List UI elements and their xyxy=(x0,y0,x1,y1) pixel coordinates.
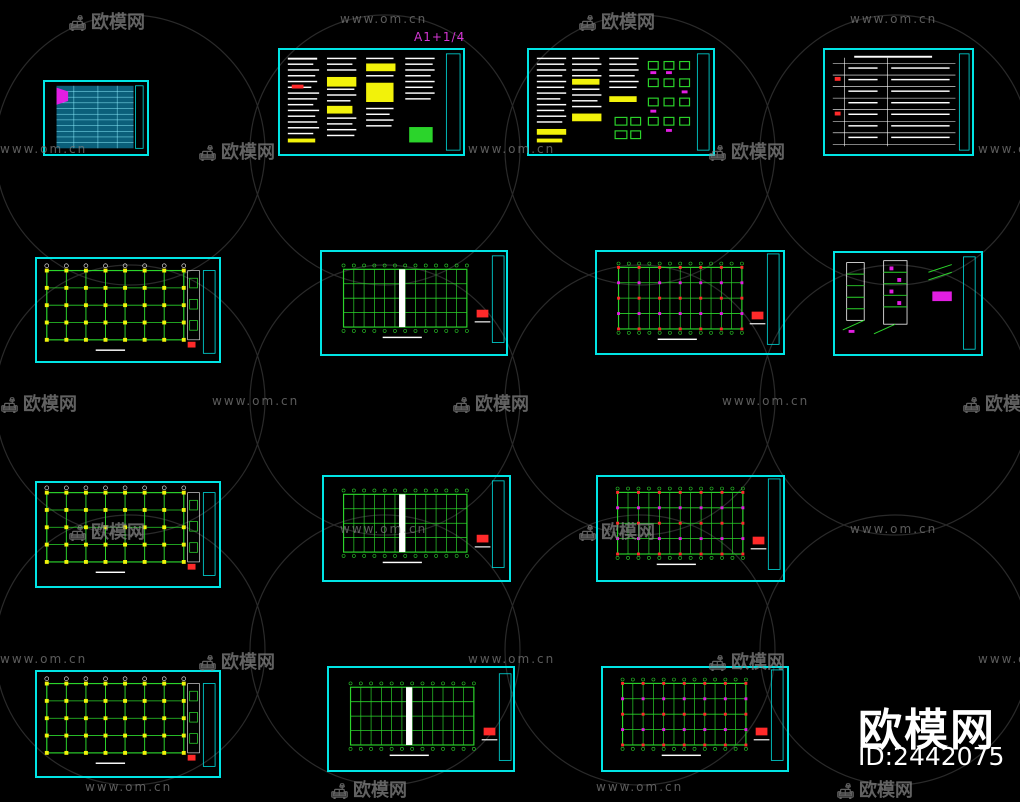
sofa-icon: 🛋 xyxy=(578,14,598,32)
drawing-sheet-section-details xyxy=(833,251,983,356)
watermark-logo: 🛋欧模网 xyxy=(708,142,786,163)
watermark-site: www.om.cn xyxy=(850,12,938,26)
sofa-icon: 🛋 xyxy=(708,144,728,162)
drawing-sheet-notes-1 xyxy=(278,48,465,156)
drawing-sheet-beam-plan-1 xyxy=(595,250,785,355)
watermark-logo: 🛋欧模网 xyxy=(452,394,530,415)
sheet-scale-label: A1+1/4 xyxy=(414,30,466,44)
drawing-sheet-roof-plan-1 xyxy=(320,250,508,356)
watermark-site: www.om.cn xyxy=(340,522,428,536)
watermark-logo: 🛋欧模网 xyxy=(68,522,146,543)
sofa-icon: 🛋 xyxy=(68,524,88,542)
sofa-icon: 🛋 xyxy=(330,782,350,800)
watermark-logo: 🛋欧模网 xyxy=(0,394,78,415)
column-grid-plan xyxy=(44,676,216,767)
watermark-logo: 🛋欧模网 xyxy=(578,522,656,543)
watermark-site: www.om.cn xyxy=(468,652,556,666)
drawing-sheet-roof-plan-3 xyxy=(327,666,515,772)
watermark-site: www.om.cn xyxy=(722,394,810,408)
sofa-icon: 🛋 xyxy=(198,144,218,162)
watermark-site: www.om.cn xyxy=(850,522,938,536)
beam-framing-plan xyxy=(620,669,784,761)
watermark-site: www.om.cn xyxy=(85,780,173,794)
sofa-icon: 🛋 xyxy=(452,396,472,414)
watermark-site: www.om.cn xyxy=(596,780,684,794)
sofa-icon: 🛋 xyxy=(708,654,728,672)
beam-framing-plan xyxy=(616,253,780,345)
truss-framing-plan xyxy=(348,673,512,761)
watermark-site: www.om.cn xyxy=(212,394,300,408)
watermark-site: www.om.cn xyxy=(978,142,1020,156)
watermark-logo: 🛋欧模网 xyxy=(962,394,1020,415)
watermark-logo: 🛋欧模网 xyxy=(330,780,408,801)
watermark-logo: 🛋欧模网 xyxy=(708,652,786,673)
drawing-sheet-index xyxy=(43,80,149,156)
watermark-logo: 🛋欧模网 xyxy=(836,780,914,801)
watermark-logo: 🛋欧模网 xyxy=(198,652,276,673)
column-grid-plan xyxy=(44,263,216,354)
watermark-logo: 🛋欧模网 xyxy=(68,12,146,33)
beam-framing-plan xyxy=(615,478,781,570)
sofa-icon: 🛋 xyxy=(198,654,218,672)
drawing-sheet-foundation-plan-3 xyxy=(35,670,221,778)
truss-framing-plan xyxy=(341,480,505,568)
brand-name: 欧模网 xyxy=(858,705,996,756)
sofa-icon: 🛋 xyxy=(578,524,598,542)
drawing-sheet-schedule xyxy=(823,48,974,156)
drawing-sheet-roof-plan-2 xyxy=(322,475,511,582)
drawing-sheet-foundation-plan-1 xyxy=(35,257,221,363)
watermark-logo: 🛋欧模网 xyxy=(578,12,656,33)
watermark-site: www.om.cn xyxy=(0,652,88,666)
drawing-sheet-beam-plan-3 xyxy=(601,666,789,772)
watermark-site: www.om.cn xyxy=(340,12,428,26)
watermark-logo: 🛋欧模网 xyxy=(198,142,276,163)
sofa-icon: 🛋 xyxy=(68,14,88,32)
truss-framing-plan xyxy=(341,255,505,343)
drawing-sheet-beam-plan-2 xyxy=(596,475,785,582)
drawing-sheet-foundation-plan-2 xyxy=(35,481,221,588)
column-grid-plan xyxy=(44,485,216,576)
sofa-icon: 🛋 xyxy=(836,782,856,800)
sofa-icon: 🛋 xyxy=(0,396,20,414)
sofa-icon: 🛋 xyxy=(962,396,982,414)
watermark-site: www.om.cn xyxy=(468,142,556,156)
watermark-site: www.om.cn xyxy=(0,142,88,156)
watermark-site: www.om.cn xyxy=(978,652,1020,666)
drawing-sheet-notes-2 xyxy=(527,48,715,156)
brand-id-label: ID:2442075 xyxy=(858,742,1005,771)
